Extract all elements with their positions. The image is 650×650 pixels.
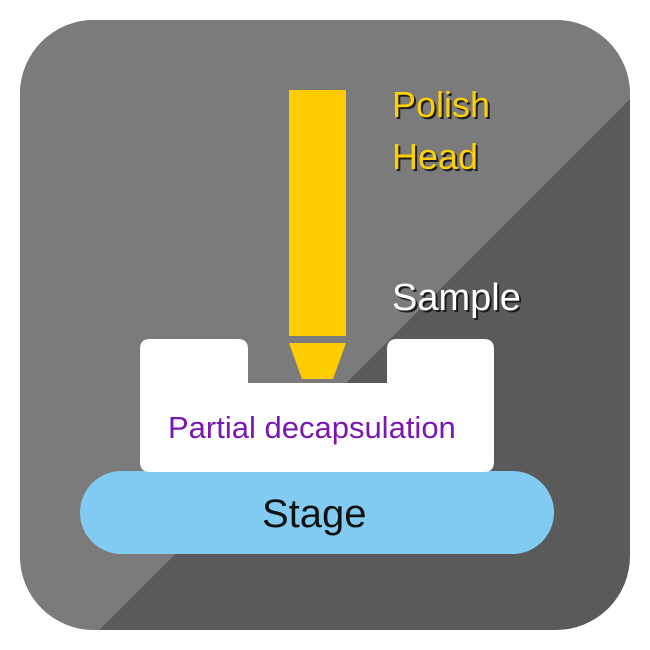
- sample-shape: [140, 339, 494, 472]
- polish-head-tip: [289, 343, 346, 379]
- sample-label: Sample: [392, 277, 521, 319]
- stage-shape: [80, 471, 554, 554]
- polish-head-label-line1: Polish: [392, 84, 491, 125]
- partial-decapsulation-label: Partial decapsulation: [168, 410, 456, 445]
- polish-head-label-line2: Head: [392, 136, 479, 177]
- polish-head-shaft: [289, 90, 346, 336]
- stage-label: Stage: [262, 492, 367, 536]
